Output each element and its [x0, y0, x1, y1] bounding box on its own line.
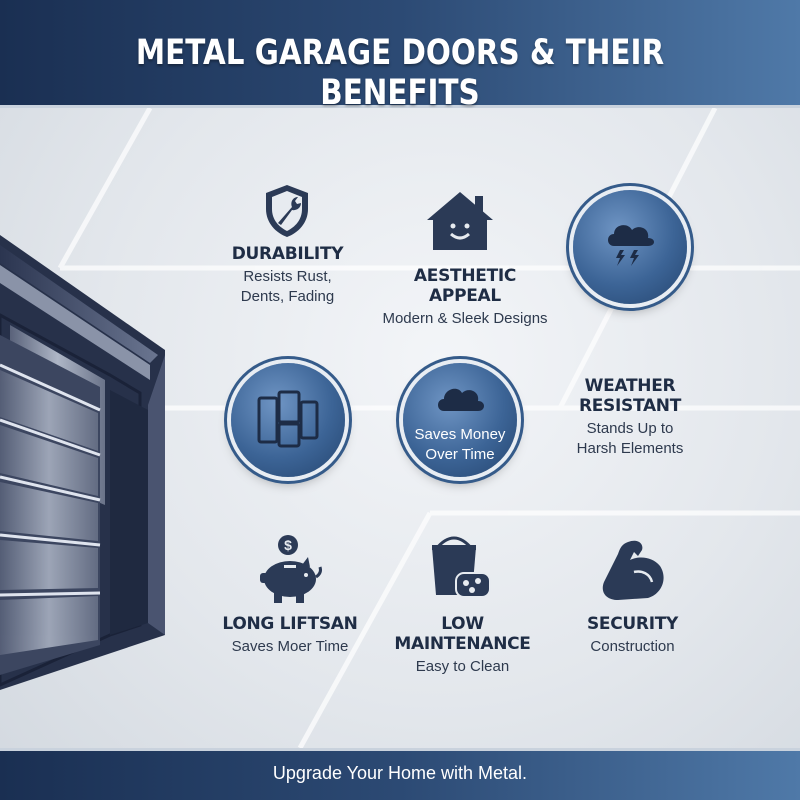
house-icon [427, 192, 493, 250]
door-panels-icon [257, 390, 319, 448]
saves-money-line1: Saves Money [414, 426, 506, 443]
durability-title: DURABILITY [231, 244, 344, 264]
page-title: METAL GARAGE DOORS & THEIR BENEFITS [135, 33, 665, 113]
weather-title-line1: WEATHER [584, 376, 676, 396]
weather-circle [573, 190, 687, 304]
bucket-sponge-icon [432, 536, 491, 598]
benefit-security: SECURITY Construction [570, 614, 695, 657]
footer-text: Upgrade Your Home with Metal. [272, 763, 528, 783]
saves-money-line2: Over Time [425, 446, 495, 463]
benefit-aesthetic: AESTHETIC APPEAL Modern & Sleek Designs [380, 266, 550, 329]
security-line1: Construction [590, 638, 675, 655]
aesthetic-title: AESTHETIC APPEAL [413, 266, 517, 306]
weather-line2: Harsh Elements [576, 440, 684, 457]
weather-title-line2: RESISTANT [578, 396, 682, 416]
security-title: SECURITY [586, 614, 679, 634]
footer-banner: Upgrade Your Home with Metal. [0, 748, 800, 800]
aesthetic-line1: Modern & Sleek Designs [382, 310, 548, 327]
flexed-arm-icon [602, 540, 664, 600]
benefit-weather: WEATHER RESISTANT Stands Up to Harsh Ele… [565, 376, 695, 459]
lifespan-title: LONG LIFTSAN [222, 614, 358, 634]
benefit-durability: DURABILITY Resists Rust, Dents, Fading [225, 244, 350, 307]
lifespan-line1: Saves Moer Time [231, 638, 349, 655]
shield-wrench-icon [266, 185, 308, 237]
cloud-icon [438, 388, 484, 411]
garage-door-illustration [0, 235, 165, 690]
piggy-bank-icon: $ [260, 535, 322, 603]
storm-cloud-icon [608, 225, 654, 266]
svg-text:$: $ [284, 537, 292, 553]
door-panels-circle [231, 363, 345, 477]
saves-money-circle: Saves Money Over Time [403, 363, 517, 477]
weather-line1: Stands Up to [586, 420, 674, 437]
maintenance-line1: Easy to Clean [415, 658, 510, 675]
benefit-maintenance: LOW MAINTENANCE Easy to Clean [385, 614, 540, 677]
header-banner: METAL GARAGE DOORS & THEIR BENEFITS [0, 0, 800, 113]
durability-line1: Resists Rust, [243, 268, 332, 285]
durability-line2: Dents, Fading [240, 288, 335, 305]
benefit-lifespan: LONG LIFTSAN Saves Moer Time [220, 614, 360, 657]
maintenance-title: LOW MAINTENANCE [394, 614, 531, 654]
